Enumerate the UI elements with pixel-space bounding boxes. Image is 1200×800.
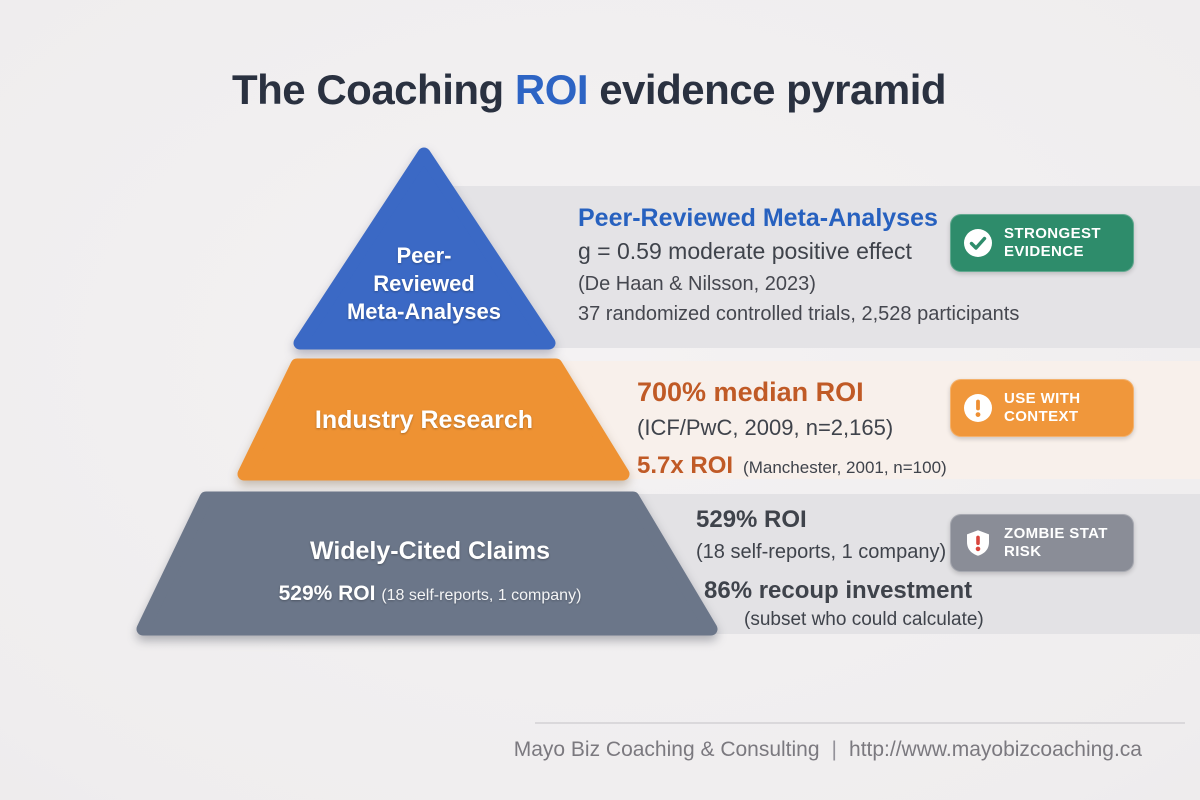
annotation2-stat1: 700% median ROI xyxy=(637,377,864,407)
badge2-label: USE WITH CONTEXT xyxy=(1004,389,1081,425)
annotation2-stat2-source: (Manchester, 2001, n=100) xyxy=(743,458,947,477)
strongest-evidence-badge: STRONGEST EVIDENCE xyxy=(950,214,1134,272)
annotation-widely-cited: 529% ROI (18 self-reports, 1 company) 86… xyxy=(696,506,984,632)
use-with-context-badge: USE WITH CONTEXT xyxy=(950,379,1134,437)
badge3-label: ZOMBIE STAT RISK xyxy=(1004,524,1108,560)
annotation3-stat1: 529% ROI xyxy=(696,506,807,533)
annotation2-stat1-source: (ICF/PwC, 2009, n=2,165) xyxy=(637,415,894,440)
annotation1-effect-size: g = 0.59 moderate positive effect xyxy=(578,238,912,264)
badge1-label: STRONGEST EVIDENCE xyxy=(1004,224,1101,260)
title-prefix: The Coaching xyxy=(232,66,515,113)
annotation1-heading: Peer-Reviewed Meta-Analyses xyxy=(578,204,938,232)
tier-top-label: Peer- Reviewed Meta-Analyses xyxy=(346,243,502,324)
annotation2-stat2: 5.7x ROI xyxy=(637,452,734,479)
annotation1-citation: (De Haan & Nilsson, 2023) xyxy=(578,273,816,295)
exclamation-circle-icon xyxy=(964,394,992,422)
annotation3-stat2-source: (subset who could calculate) xyxy=(744,609,984,630)
shield-exclamation-icon xyxy=(967,530,989,556)
tier-middle-label: Industry Research xyxy=(314,406,534,434)
footer-separator: | xyxy=(831,738,838,761)
pyramid-tier-top-shape xyxy=(293,147,556,350)
pyramid-tier-bottom-shape xyxy=(136,491,718,636)
tier-bottom-stat-note: (18 self-reports, 1 company) xyxy=(381,587,582,604)
title-suffix: evidence pyramid xyxy=(588,66,947,113)
title-roi-highlight: ROI xyxy=(514,66,589,113)
footer-divider xyxy=(535,722,1185,724)
tier-bottom-stat: 529% ROI (18 self-reports, 1 company) xyxy=(230,582,630,606)
footer-brand: Mayo Biz Coaching & Consulting xyxy=(513,738,820,761)
page-title: The Coaching ROI evidence pyramid xyxy=(232,66,947,114)
annotation1-sample: 37 randomized controlled trials, 2,528 p… xyxy=(578,303,1020,325)
footer: Mayo Biz Coaching & Consulting | http://… xyxy=(514,738,1142,762)
tier-bottom-label: Widely-Cited Claims xyxy=(309,537,551,565)
annotation-industry-research: 700% median ROI (ICF/PwC, 2009, n=2,165)… xyxy=(637,376,947,480)
footer-url: http://www.mayobizcoaching.ca xyxy=(849,738,1142,761)
zombie-stat-risk-badge: ZOMBIE STAT RISK xyxy=(950,514,1134,572)
annotation-peer-reviewed: Peer-Reviewed Meta-Analyses g = 0.59 mod… xyxy=(578,203,1019,327)
annotation3-stat2: 86% recoup investment xyxy=(704,577,973,604)
pyramid-tier-middle-shape xyxy=(237,358,630,481)
tier-bottom-stat-value: 529% ROI xyxy=(278,582,376,605)
check-circle-icon xyxy=(964,229,992,257)
annotation3-stat1-source: (18 self-reports, 1 company) xyxy=(696,541,947,563)
